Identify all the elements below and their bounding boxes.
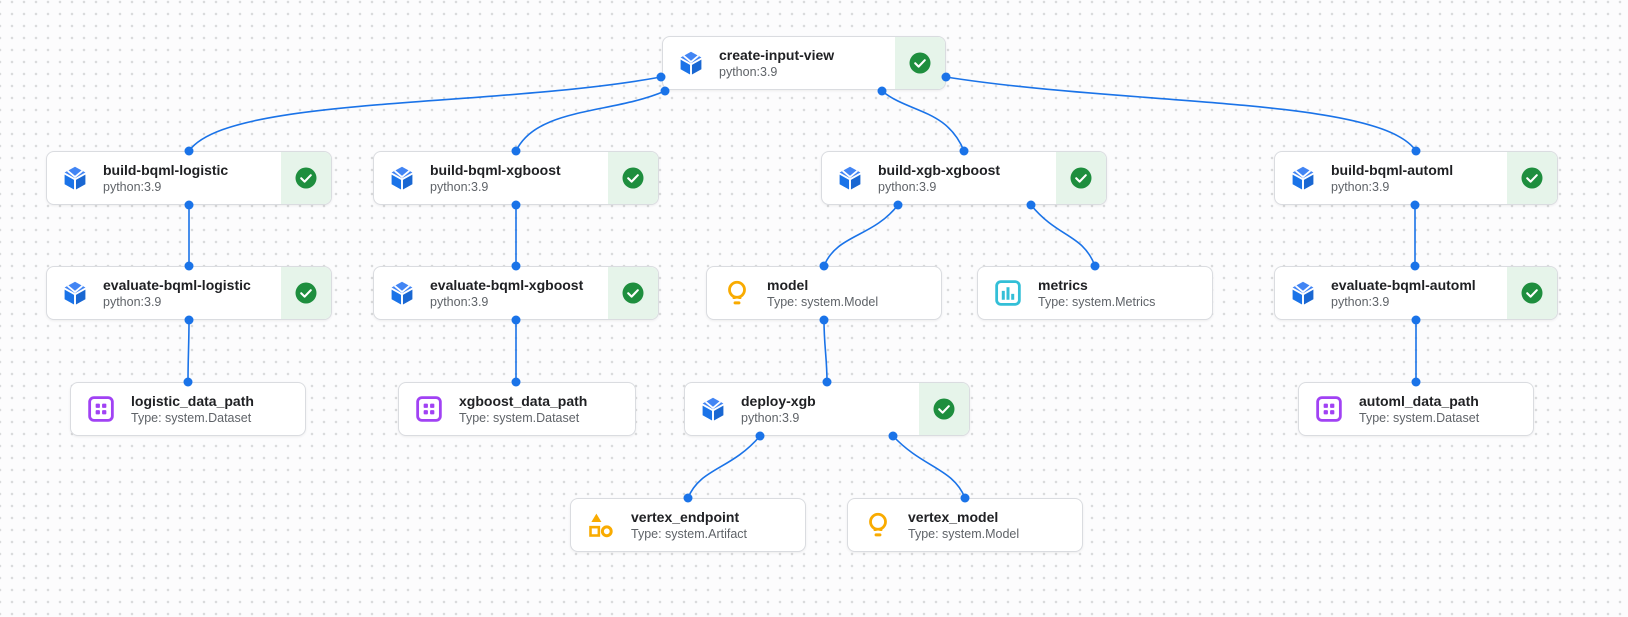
lightbulb-icon <box>722 278 752 308</box>
node-title: evaluate-bqml-xgboost <box>430 277 584 293</box>
check-circle-icon <box>1507 152 1557 204</box>
node-subtitle: python:3.9 <box>103 295 162 309</box>
node-subtitle: Type: system.Metrics <box>1038 295 1156 309</box>
node-subtitle: python:3.9 <box>878 180 937 194</box>
dataset-grid-icon <box>1314 394 1344 424</box>
bar-chart-icon <box>993 278 1023 308</box>
execution-cube-icon <box>389 165 415 191</box>
check-circle-icon <box>281 267 331 319</box>
dataset-grid-icon <box>414 394 444 424</box>
node-title: create-input-view <box>719 47 835 63</box>
node-title: vertex_endpoint <box>631 509 740 525</box>
node-title: metrics <box>1038 277 1088 293</box>
execution-cube-icon <box>837 165 863 191</box>
execution-cube-icon <box>700 396 726 422</box>
node-subtitle: python:3.9 <box>1331 180 1390 194</box>
execution-cube-icon <box>389 280 415 306</box>
node-deploy-xgb[interactable]: deploy-xgb python:3.9 <box>684 382 970 436</box>
node-title: deploy-xgb <box>741 393 816 409</box>
node-subtitle: Type: system.Model <box>908 527 1020 541</box>
node-create-input-view[interactable]: create-input-view python:3.9 <box>662 36 946 90</box>
execution-cube-icon <box>678 50 704 76</box>
node-evaluate-bqml-automl[interactable]: evaluate-bqml-automl python:3.9 <box>1274 266 1558 320</box>
node-build-bqml-automl[interactable]: build-bqml-automl python:3.9 <box>1274 151 1558 205</box>
node-subtitle: Type: system.Dataset <box>1359 411 1480 425</box>
lightbulb-icon <box>863 510 893 540</box>
node-evaluate-bqml-xgboost[interactable]: evaluate-bqml-xgboost python:3.9 <box>373 266 659 320</box>
node-title: build-bqml-logistic <box>103 162 229 178</box>
node-build-xgb-xgboost[interactable]: build-xgb-xgboost python:3.9 <box>821 151 1107 205</box>
node-logistic-data-path[interactable]: logistic_data_path Type: system.Dataset <box>70 382 306 436</box>
node-title: evaluate-bqml-automl <box>1331 277 1476 293</box>
node-automl-data-path[interactable]: automl_data_path Type: system.Dataset <box>1298 382 1534 436</box>
node-subtitle: Type: system.Dataset <box>459 411 580 425</box>
node-build-bqml-logistic[interactable]: build-bqml-logistic python:3.9 <box>46 151 332 205</box>
node-evaluate-bqml-logistic[interactable]: evaluate-bqml-logistic python:3.9 <box>46 266 332 320</box>
node-subtitle: python:3.9 <box>741 411 800 425</box>
node-title: xgboost_data_path <box>459 393 588 409</box>
node-model[interactable]: model Type: system.Model <box>706 266 942 320</box>
node-title: build-bqml-xgboost <box>430 162 561 178</box>
node-subtitle: python:3.9 <box>103 180 162 194</box>
node-subtitle: python:3.9 <box>430 180 489 194</box>
execution-cube-icon <box>1290 165 1316 191</box>
check-circle-icon <box>1056 152 1106 204</box>
check-circle-icon <box>608 267 658 319</box>
node-subtitle: python:3.9 <box>430 295 489 309</box>
execution-cube-icon <box>62 280 88 306</box>
check-circle-icon <box>608 152 658 204</box>
node-vertex-model[interactable]: vertex_model Type: system.Model <box>847 498 1083 552</box>
node-title: build-xgb-xgboost <box>878 162 1001 178</box>
node-subtitle: python:3.9 <box>1331 295 1390 309</box>
node-title: automl_data_path <box>1359 393 1479 409</box>
node-xgboost-data-path[interactable]: xgboost_data_path Type: system.Dataset <box>398 382 636 436</box>
artifact-shapes-icon <box>586 510 616 540</box>
node-title: vertex_model <box>908 509 999 525</box>
node-title: build-bqml-automl <box>1331 162 1454 178</box>
node-title: model <box>767 277 809 293</box>
node-title: evaluate-bqml-logistic <box>103 277 251 293</box>
node-vertex-endpoint[interactable]: vertex_endpoint Type: system.Artifact <box>570 498 806 552</box>
node-subtitle: python:3.9 <box>719 65 778 79</box>
node-build-bqml-xgboost[interactable]: build-bqml-xgboost python:3.9 <box>373 151 659 205</box>
node-subtitle: Type: system.Dataset <box>131 411 252 425</box>
check-circle-icon <box>281 152 331 204</box>
node-subtitle: Type: system.Artifact <box>631 527 748 541</box>
node-metrics[interactable]: metrics Type: system.Metrics <box>977 266 1213 320</box>
check-circle-icon <box>1507 267 1557 319</box>
dataset-grid-icon <box>86 394 116 424</box>
node-subtitle: Type: system.Model <box>767 295 879 309</box>
check-circle-icon <box>895 37 945 89</box>
check-circle-icon <box>919 383 969 435</box>
execution-cube-icon <box>62 165 88 191</box>
execution-cube-icon <box>1290 280 1316 306</box>
node-title: logistic_data_path <box>131 393 254 409</box>
